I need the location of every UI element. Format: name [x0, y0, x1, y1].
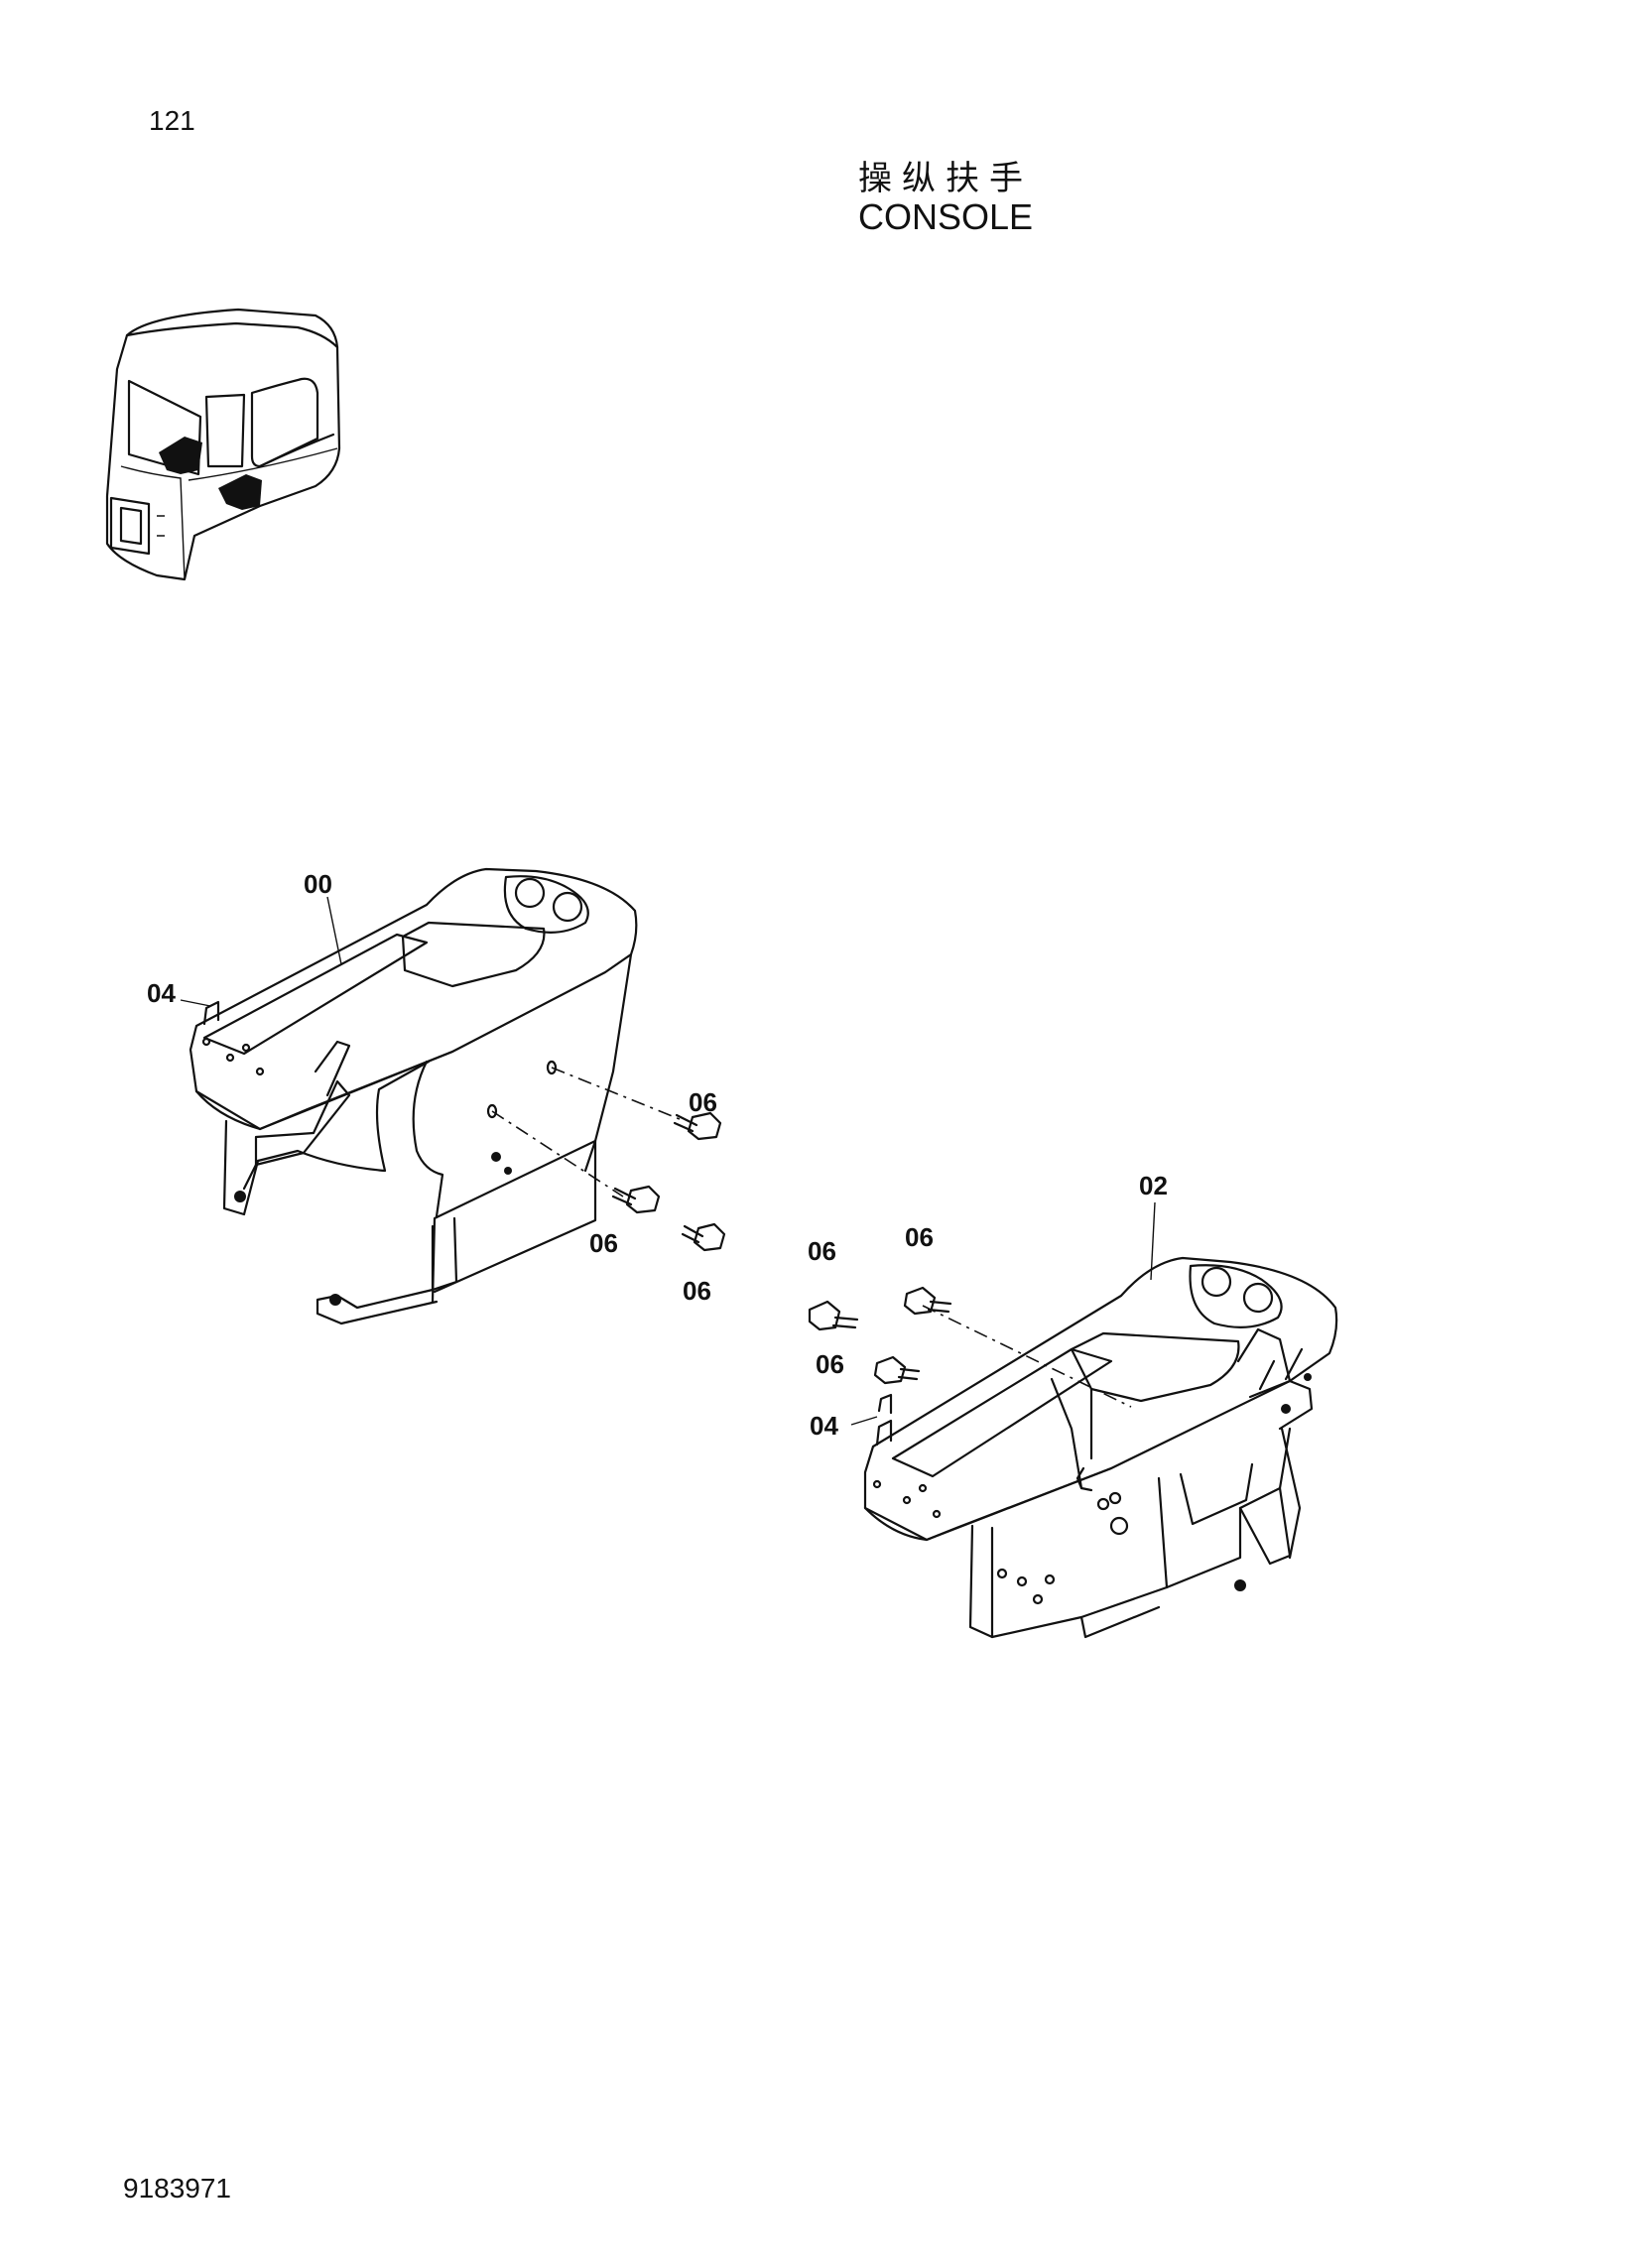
callout-04-right: 04: [810, 1411, 838, 1441]
bolt-icon: [873, 1355, 921, 1385]
bolt-icon: [808, 1300, 859, 1331]
callout-06-right-b: 06: [905, 1222, 934, 1252]
callout-06-left-low: 06: [683, 1276, 711, 1306]
left-bolts: [491, 1067, 726, 1252]
left-console: [189, 867, 638, 1325]
right-bolts: [808, 1286, 1132, 1415]
callout-06-right-c: 06: [816, 1349, 844, 1379]
cab-locator-icon: [105, 308, 341, 581]
bolt-icon: [673, 1111, 722, 1141]
page-title-english: CONSOLE: [857, 196, 1034, 237]
callout-06-right-a: 06: [808, 1236, 836, 1266]
bolt-icon: [611, 1185, 661, 1214]
callout-06-left-mid: 06: [589, 1228, 618, 1258]
bolt-icon: [681, 1222, 726, 1252]
callout-06-left-top: 06: [689, 1087, 717, 1117]
callout-02: 02: [1139, 1171, 1168, 1200]
page-number: 121: [149, 105, 195, 136]
bolt-icon: [903, 1286, 952, 1316]
callout-00: 00: [304, 869, 332, 899]
leader-lines: [180, 896, 1156, 1426]
document-number: 9183971: [123, 2173, 232, 2204]
right-console: [863, 1256, 1338, 1639]
page-title-chinese: 操纵扶手: [858, 159, 1033, 198]
callout-04-left: 04: [147, 978, 176, 1008]
